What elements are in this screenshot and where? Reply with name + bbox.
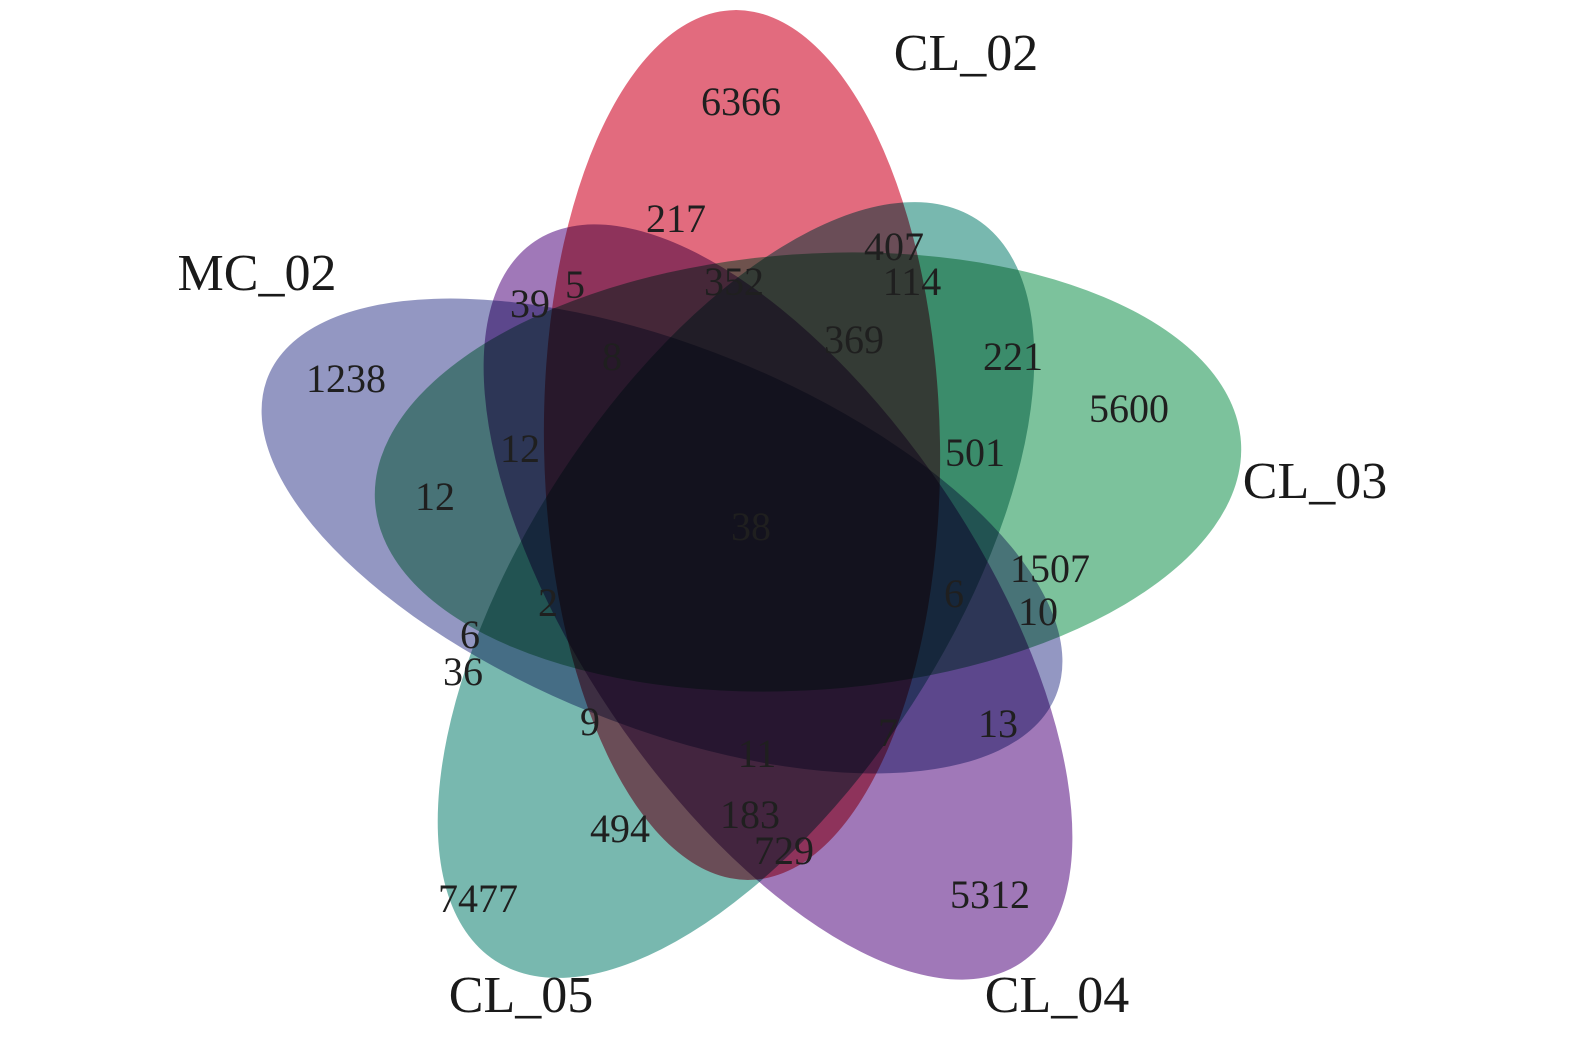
region-count: 12 — [415, 474, 455, 519]
region-count: 12 — [500, 426, 540, 471]
region-count: 501 — [945, 430, 1005, 475]
region-count: 5600 — [1089, 386, 1169, 431]
region-count: 183 — [720, 792, 780, 837]
region-count: 8 — [602, 334, 622, 379]
region-count: 5312 — [950, 872, 1030, 917]
region-count: 217 — [646, 196, 706, 241]
region-count: 494 — [590, 806, 650, 851]
region-count: 39 — [510, 281, 550, 326]
region-count: 352 — [704, 259, 764, 304]
set-label-cl-03: CL_03 — [1243, 453, 1387, 510]
region-count: 407 — [864, 224, 924, 269]
region-count: 6366 — [701, 79, 781, 124]
region-count: 1238 — [306, 356, 386, 401]
region-count: 7 — [878, 710, 898, 755]
region-count: 11 — [738, 731, 777, 776]
region-count: 10 — [1018, 589, 1058, 634]
region-count: 114 — [883, 259, 942, 304]
region-count: 5 — [565, 262, 585, 307]
set-ellipse-mc-02 — [261, 298, 1063, 774]
region-count: 1507 — [1010, 546, 1090, 591]
set-label-cl-04: CL_04 — [985, 967, 1129, 1024]
venn-ellipses — [261, 10, 1242, 980]
set-label-cl-05: CL_05 — [449, 967, 593, 1024]
region-count: 6 — [944, 571, 964, 616]
region-count: 369 — [824, 317, 884, 362]
region-count: 729 — [754, 828, 814, 873]
region-count: 13 — [978, 701, 1018, 746]
region-count: 36 — [443, 649, 483, 694]
set-label-cl-02: CL_02 — [894, 25, 1038, 82]
region-count: 9 — [580, 699, 600, 744]
set-label-mc-02: MC_02 — [178, 245, 337, 302]
region-count: 6 — [460, 612, 480, 657]
region-count: 7477 — [438, 876, 518, 921]
region-count: 2 — [538, 580, 558, 625]
region-count: 221 — [983, 334, 1043, 379]
region-count: 38 — [731, 504, 771, 549]
